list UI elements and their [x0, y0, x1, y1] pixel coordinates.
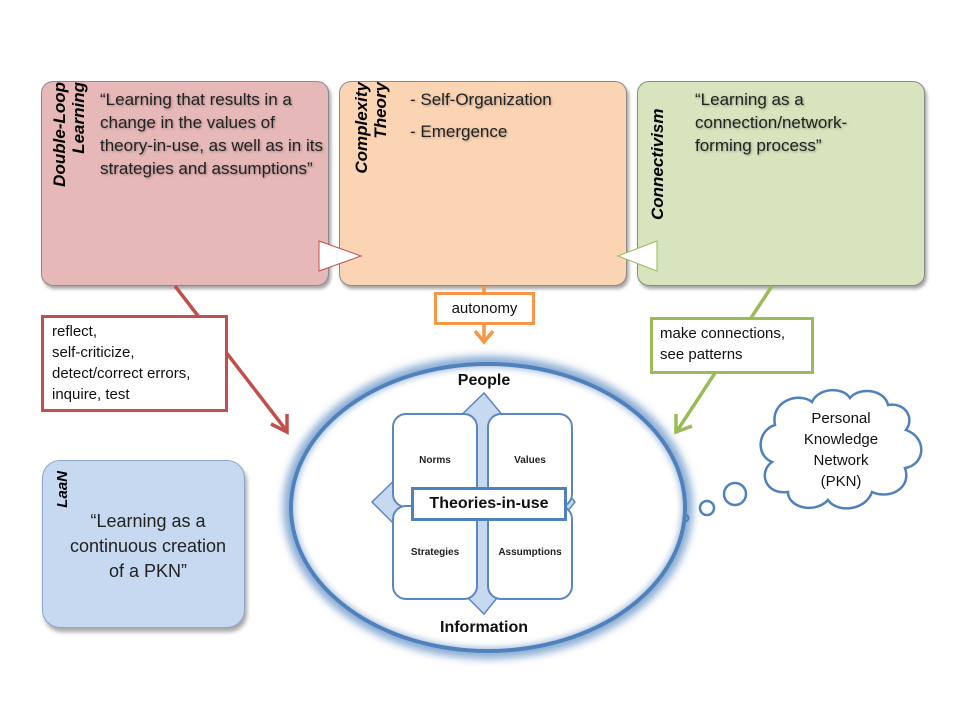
- thought-cloud-icon: [759, 389, 923, 510]
- callout-red-line4: inquire, test: [52, 386, 130, 403]
- connectivism-actions-callout: make connections, see patterns: [650, 317, 814, 374]
- red-arrow-line: [173, 284, 288, 432]
- red-arrow-head-icon: [270, 414, 289, 435]
- laan-box: LaaN “Learning as a continuous creation …: [42, 460, 245, 628]
- callout-red-line2: self-criticize,: [52, 344, 135, 361]
- information-label: Information: [440, 619, 528, 636]
- callout-red-line3: detect/correct errors,: [52, 365, 191, 382]
- cloud-line4: (PKN): [820, 473, 862, 490]
- connectivism-quote: “Learning as a connection/network-formin…: [695, 90, 848, 155]
- pkn-cloud-text: Personal Knowledge Network (PKN): [782, 408, 900, 492]
- double-loop-learning-box: Double-Loop Learning “Learning that resu…: [41, 81, 329, 286]
- theories-in-use-label: Theories-in-use: [411, 487, 567, 521]
- red-triangle-pointer: [318, 240, 363, 272]
- thought-bubble-medium-icon: [698, 499, 716, 517]
- double-loop-quote: “Learning that results in a change in th…: [100, 90, 323, 178]
- complexity-bullet-self-organization: - Self-Organization: [410, 90, 552, 109]
- complexity-bullet-emergence: - Emergence: [410, 122, 508, 141]
- callout-green-line2: see patterns: [660, 346, 743, 363]
- cloud-line3: Network: [813, 452, 869, 469]
- callout-green-line1: make connections,: [660, 325, 786, 342]
- connectivism-box: Connectivism “Learning as a connection/n…: [637, 81, 925, 286]
- laan-title: LaaN: [54, 471, 71, 508]
- green-arrow-head-icon: [674, 414, 693, 435]
- callout-red-line1: reflect,: [52, 323, 98, 340]
- thought-bubble-large-icon: [722, 481, 748, 507]
- people-label: People: [457, 372, 511, 389]
- complexity-theory-box: Complexity Theory - Self-Organization - …: [339, 81, 627, 286]
- cloud-line2: Knowledge: [803, 431, 879, 448]
- laan-quote: “Learning as a continuous creation of a …: [69, 511, 227, 581]
- cloud-line1: Personal: [811, 410, 871, 427]
- orange-arrow-head-icon: [473, 329, 495, 345]
- double-loop-actions-callout: reflect, self-criticize, detect/correct …: [41, 315, 228, 412]
- green-triangle-pointer: [616, 240, 658, 272]
- autonomy-callout: autonomy: [434, 292, 535, 325]
